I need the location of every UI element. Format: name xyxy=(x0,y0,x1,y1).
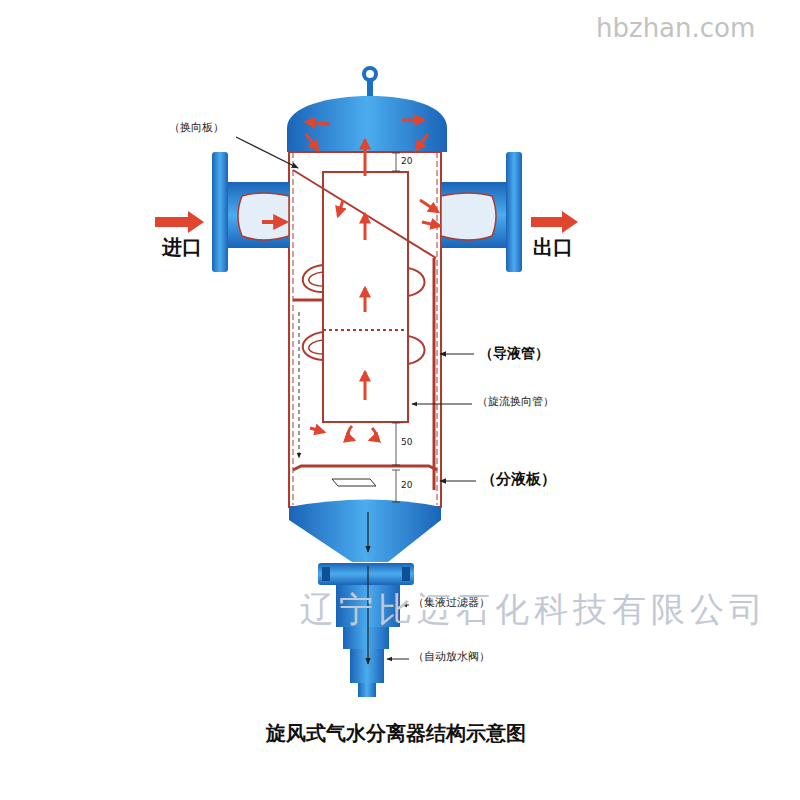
swirl-curve xyxy=(309,272,323,286)
flow-arrow xyxy=(416,134,428,150)
flow-arrow xyxy=(370,428,376,440)
dimension-lines xyxy=(392,153,400,502)
dimension-number: 20 xyxy=(400,480,413,490)
outlet-arrow xyxy=(531,211,578,233)
part-label: （导液管） xyxy=(478,345,550,361)
swirl-curve xyxy=(408,336,425,364)
inlet-flange xyxy=(212,152,228,272)
tube-dash xyxy=(323,329,408,331)
part-label: （旋流换向管） xyxy=(476,396,555,409)
flow-arrow xyxy=(422,222,440,226)
lifting-eye-stem xyxy=(367,80,373,96)
watermark: 辽宁比迈石化科技有限公司 xyxy=(300,590,768,629)
dimension-number: 20 xyxy=(400,156,413,166)
swirl-curve xyxy=(303,332,323,360)
bottom-cone xyxy=(289,500,441,563)
bolt xyxy=(322,567,330,581)
valve-body xyxy=(343,627,389,649)
diagram-title: 旋风式气水分离器结构示意图 xyxy=(266,722,526,745)
leader-line xyxy=(387,659,409,660)
wall-line xyxy=(293,152,294,505)
bolt xyxy=(402,567,410,581)
outlet-cut xyxy=(441,193,496,240)
flow-arrow xyxy=(306,122,330,124)
part-label: （换向板） xyxy=(168,122,225,135)
part-label: （自动放水阀） xyxy=(412,651,491,664)
flow-arrow xyxy=(364,372,367,400)
drain-arrow xyxy=(367,512,368,552)
flow-arrow xyxy=(310,428,324,432)
outlet-pipe xyxy=(441,182,506,248)
leader-line xyxy=(440,480,476,481)
leader-line xyxy=(440,353,474,354)
flow-arrow xyxy=(306,134,318,150)
part-label: （分液板） xyxy=(480,471,557,488)
inlet-pipe xyxy=(228,182,290,248)
lifting-eye xyxy=(364,68,376,80)
baffle xyxy=(293,299,323,302)
diversion-plate xyxy=(293,170,436,258)
swirl-curve xyxy=(408,268,425,296)
dimension-number: 50 xyxy=(400,437,413,447)
flow-arrow xyxy=(348,426,354,440)
top-head xyxy=(287,96,447,152)
flow-arrow xyxy=(338,200,343,216)
swirl-tube xyxy=(323,172,408,422)
wall-line xyxy=(437,152,438,505)
flow-arrow xyxy=(402,119,424,122)
watermark: hbzhan.com xyxy=(596,14,755,44)
flow-arrow xyxy=(364,288,367,312)
separation-plate xyxy=(293,466,437,470)
guide-tube xyxy=(433,258,436,490)
valve-outlet xyxy=(358,683,376,697)
flow-arrow xyxy=(420,200,438,212)
leader-line xyxy=(412,404,472,405)
flow-arrow xyxy=(364,214,367,240)
liquid-path xyxy=(299,312,300,458)
flow-arrow xyxy=(262,220,286,224)
inlet-arrow xyxy=(155,211,204,233)
auto-drain-valve xyxy=(350,649,384,683)
part-label: （集液过滤器） xyxy=(412,597,491,610)
plate-opening xyxy=(332,479,376,486)
flow-arrow xyxy=(364,140,367,176)
inlet-cut xyxy=(238,193,289,240)
port-label: 进口 xyxy=(162,236,202,259)
swirl-curve xyxy=(309,340,323,354)
port-label: 出口 xyxy=(533,236,573,259)
swirl-curve xyxy=(303,265,323,292)
vessel-body xyxy=(289,152,441,507)
leader-line xyxy=(236,137,298,168)
flange xyxy=(318,563,414,585)
outlet-flange xyxy=(506,152,522,272)
